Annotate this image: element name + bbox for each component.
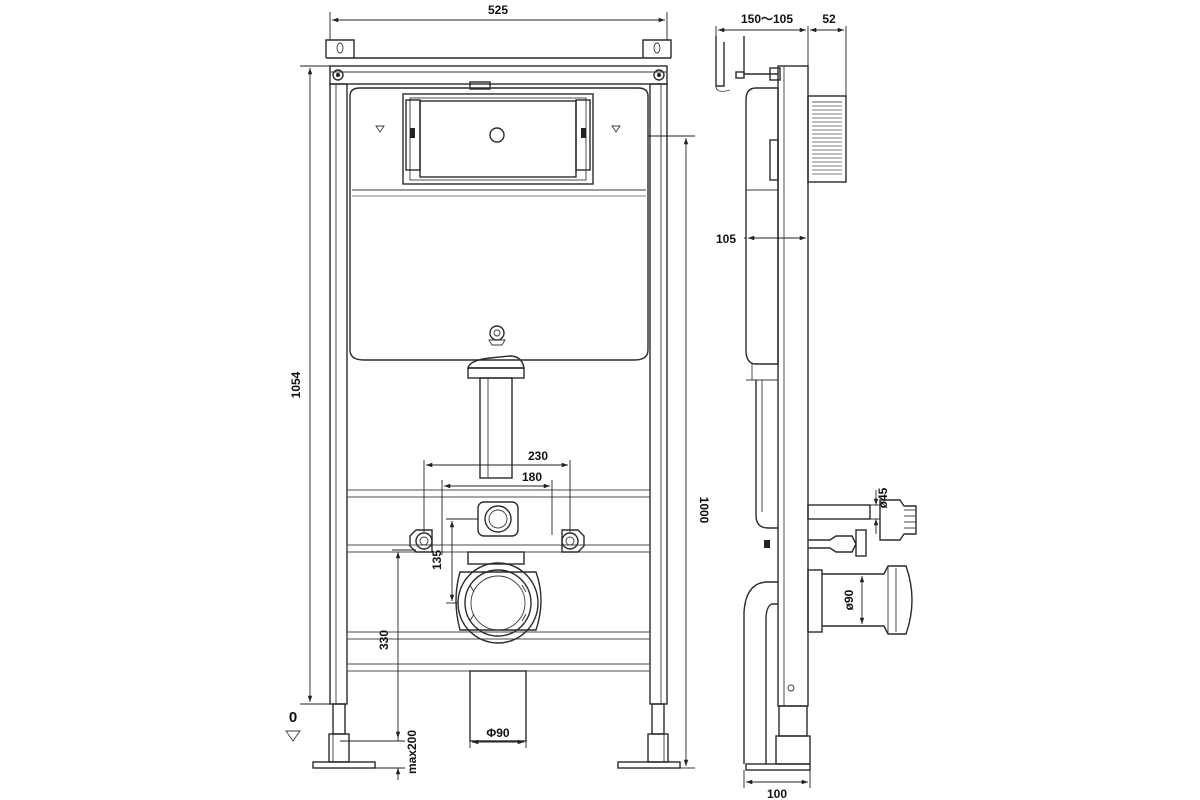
dim-top-height: 1000 [648,135,711,769]
front-view: 525 1054 1000 230 180 [285,3,711,780]
dim-label-135: 135 [430,550,444,570]
dim-side-outlet-diameter: ø90 [842,576,865,624]
dim-label-330: 330 [377,630,391,650]
dim-label-max200: max200 [405,730,419,774]
side-drain-bend [743,581,778,764]
flush-plate-opening [402,93,594,185]
top-rail [329,65,668,85]
dim-label-1054: 1054 [289,371,303,398]
dim-label-52: 52 [822,12,836,26]
dim-label-180: 180 [522,470,542,484]
dim-inner-spacing: 180 [441,470,553,555]
dim-drain-offset: 135 [430,518,478,604]
wall-bracket [715,36,781,92]
side-outlet-connector [807,565,913,635]
dim-label-100: 100 [767,787,787,800]
dim-side-base-depth: 100 [743,770,811,800]
cistern-tank [349,81,649,361]
dim-drain-height: 330 [377,549,416,738]
dim-label-105: 105 [716,232,736,246]
top-mounting-tabs [325,39,672,59]
dim-label-1000: 1000 [697,497,711,524]
floor-level-icon [285,730,301,742]
floor-level-label: 0 [289,709,297,726]
dim-label-o45: ø45 [876,487,890,508]
side-flush-pipe [755,380,778,548]
flush-pipe [467,355,525,479]
dim-support-spacing: 230 [423,449,571,532]
dim-side-cistern-depth: 105 [716,232,806,246]
dim-side-inlet-diameter: ø45 [870,487,890,534]
dim-leg-extension: max200 [395,730,419,780]
side-cistern [745,87,779,381]
support-bolts [409,529,585,553]
side-inspection-panel [807,95,847,183]
dim-side-offset: 150～105 [715,12,809,66]
side-frame-profile [745,65,811,771]
dim-frame-height: 1054 [289,65,330,705]
side-inlet-connector [807,499,917,557]
drain-elbow [455,551,542,644]
water-inlet-connector [477,501,519,537]
dim-label-525: 525 [488,3,508,17]
dim-label-phi90: Φ90 [486,726,510,740]
cross-rails [346,489,651,672]
side-view: 150～105 52 105 ø45 ø90 [715,12,917,800]
dim-label-150-105: 150～105 [741,12,793,26]
dim-label-o90: ø90 [842,589,856,610]
dim-drain-diameter: Φ90 [469,726,527,748]
adjustable-legs [312,703,681,769]
dim-frame-width: 525 [329,3,668,40]
dim-side-panel-depth: 52 [810,12,847,96]
dim-label-230: 230 [528,449,548,463]
